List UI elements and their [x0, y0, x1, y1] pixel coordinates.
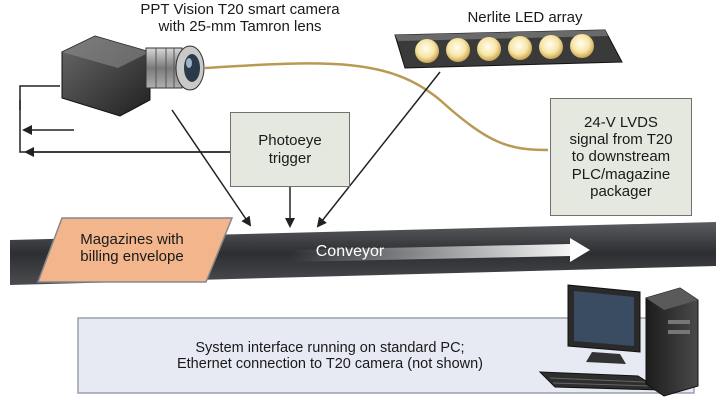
pc-interface-label: System interface running on standard PC;…: [176, 340, 483, 373]
led-light-arrow: [316, 71, 441, 228]
led-array-icon: [394, 29, 623, 69]
magazines-label: Magazines with billing envelope: [80, 231, 184, 265]
magazines-shape: [36, 217, 234, 283]
photoeye-trigger-box: Photoeye trigger: [230, 112, 350, 187]
camera-view-arrow: [171, 109, 252, 227]
lvds-signal-box: 24-V LVDS signal from T20 to downstream …: [550, 98, 692, 216]
pc-tower-icon: [645, 287, 699, 397]
smart-camera-icon: [61, 35, 205, 117]
conveyor-label: Conveyor: [315, 243, 385, 260]
conveyor-arrowhead: [570, 238, 590, 262]
keyboard-icon: [538, 371, 662, 391]
conveyor-flow-arrow: [290, 244, 570, 262]
monitor-icon: [567, 284, 641, 364]
camera-label: PPT Vision T20 smart camera with 25-mm T…: [140, 1, 340, 35]
lvds-cable: [204, 62, 549, 152]
led-array-label: Nerlite LED array: [467, 9, 583, 26]
